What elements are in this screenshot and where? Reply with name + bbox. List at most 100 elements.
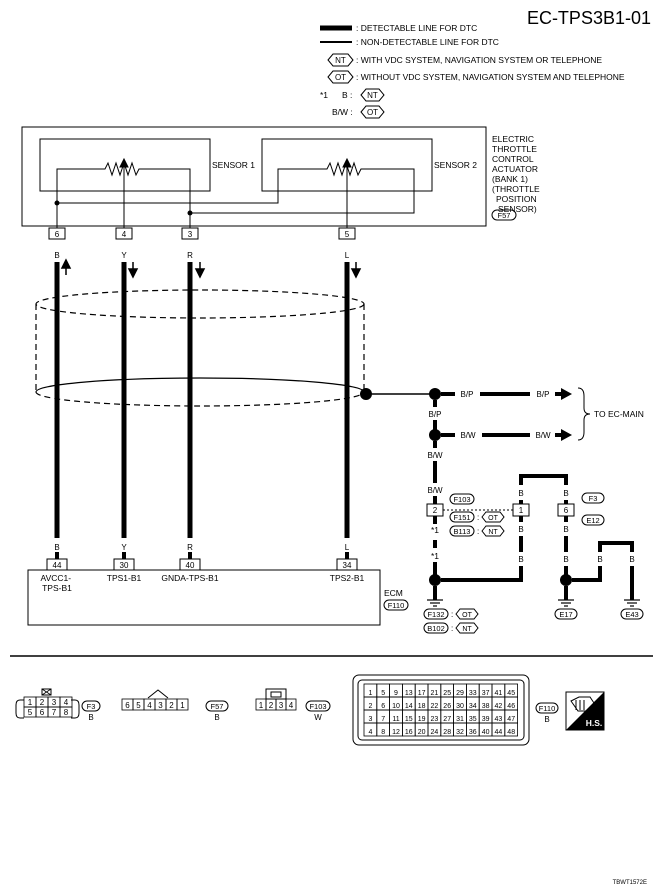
connector-pin-number: 8	[64, 708, 69, 717]
connector-pin-number: 17	[418, 690, 426, 697]
svg-text:NT: NT	[367, 91, 378, 100]
throttle-actuator: SENSOR 1 SENSOR 2 ELECTRIC THROTTLE CONT…	[21, 126, 540, 233]
connector-pin-number: 6	[381, 703, 385, 710]
svg-text::: :	[477, 513, 479, 522]
svg-text:B: B	[214, 713, 219, 722]
connector-cell	[285, 698, 297, 711]
connector-pin-number: 25	[443, 690, 451, 697]
svg-text:6: 6	[564, 506, 569, 515]
legend-star1-ot: OT	[360, 105, 385, 119]
connector-pin-number: 37	[482, 690, 490, 697]
to-ec-main: TO EC-MAIN	[594, 409, 644, 419]
actuator-label-line: ACTUATOR	[492, 164, 538, 174]
svg-text:B102: B102	[427, 624, 445, 633]
svg-text:B: B	[629, 555, 634, 564]
actuator-housing	[21, 126, 487, 227]
wire-label-bw: B/W	[535, 431, 551, 440]
legend-nt-desc: : WITH VDC SYSTEM, NAVIGATION SYSTEM OR …	[356, 55, 602, 65]
diagram-title: EC-TPS3B1-01	[527, 8, 651, 28]
svg-text::: :	[451, 624, 453, 633]
svg-text:1: 1	[519, 506, 524, 515]
ecm-pin-name: AVCC1- TPS-B1	[41, 573, 74, 593]
connector-pin-number: 43	[495, 716, 503, 723]
connector-pin-number: 1	[259, 701, 264, 710]
connector-pin-number: 3	[52, 698, 57, 707]
svg-text:F110: F110	[539, 704, 556, 713]
svg-text:B: B	[518, 525, 523, 534]
svg-text:B: B	[563, 525, 568, 534]
wire-color: L	[345, 543, 350, 552]
connector-pin-number: 22	[431, 703, 439, 710]
connector-cell	[59, 706, 73, 718]
connector-pin-number: 4	[147, 701, 152, 710]
connector-pin-number: 15	[405, 716, 413, 723]
connector-pin-number: 4	[64, 698, 69, 707]
ground-symbol	[427, 599, 640, 607]
actuator-label-line: ELECTRIC	[492, 134, 534, 144]
connector-pin-number: 39	[482, 716, 490, 723]
connector-pin-number: 10	[392, 703, 400, 710]
wire-color: B	[54, 543, 59, 552]
svg-text:E17: E17	[559, 610, 572, 619]
actuator-label-line: THROTTLE	[492, 144, 537, 154]
sensor2-potentiometer	[57, 157, 415, 233]
tag-f3: F3	[581, 492, 605, 504]
wire-label-bp: B/P	[429, 410, 442, 419]
harness-wires	[54, 262, 350, 538]
connector-pin-number: 20	[418, 729, 426, 736]
actuator-label-line: CONTROL	[492, 154, 534, 164]
ecm: AVCC1- TPS-B1 TPS1-B1 GNDA-TPS-B1 TPS2-B…	[27, 569, 409, 626]
legend-non-detectable: : NON-DETECTABLE LINE FOR DTC	[356, 37, 499, 47]
actuator-label-line: SENSOR)	[498, 204, 537, 214]
actuator-label-line: (BANK 1)	[492, 174, 528, 184]
connector-pin-number: 42	[495, 703, 503, 710]
connector-pin-number: 23	[431, 716, 439, 723]
ecm-label: ECM	[384, 588, 403, 598]
actuator-label-line: POSITION	[496, 194, 537, 204]
connector-pin-number: 2	[169, 701, 174, 710]
legend-detectable: : DETECTABLE LINE FOR DTC	[356, 23, 477, 33]
sensor2-label: SENSOR 2	[434, 160, 477, 170]
connector-pin-number: 21	[431, 690, 439, 697]
wire-color: L	[345, 251, 350, 260]
connector-pin-number: 30	[456, 703, 464, 710]
svg-text:B: B	[563, 489, 568, 498]
figure-code: TBWT1572E	[613, 880, 647, 886]
svg-text:OT: OT	[335, 73, 346, 82]
wire-stubs	[55, 552, 349, 559]
ecm-pin-name: GNDA-TPS-B1	[161, 573, 218, 583]
tag-b113: B113 : NT	[449, 525, 505, 537]
legend: : DETECTABLE LINE FOR DTC : NON-DETECTAB…	[320, 23, 625, 119]
tag-e12: E12	[581, 514, 605, 526]
connector-pin-number: 16	[405, 729, 413, 736]
tag-f132: F132 : OT	[423, 608, 479, 620]
wire-label-bw: B/W	[427, 486, 443, 495]
wire-label-bp: B/P	[537, 390, 550, 399]
actuator-pin-3: 3 R	[181, 227, 199, 260]
svg-text:2: 2	[433, 506, 438, 515]
connector-pin-number: 1	[28, 698, 33, 707]
connector-pin-number: 7	[52, 708, 57, 717]
connector-pin-number: 19	[418, 716, 426, 723]
connector-pin-number: 9	[394, 690, 398, 697]
connector-pin-number: 1	[180, 701, 185, 710]
connector-pin-number: 7	[381, 716, 385, 723]
connector-pin-number: 31	[456, 716, 464, 723]
wire-color: B	[54, 251, 59, 260]
connector-pin-number: 41	[495, 690, 503, 697]
svg-text:E12: E12	[586, 516, 599, 525]
svg-text:B: B	[518, 489, 523, 498]
signal-arrows	[60, 258, 362, 279]
connector-pin-number: 38	[482, 703, 490, 710]
connector-pin-number: 26	[443, 703, 451, 710]
svg-text:NT: NT	[488, 529, 498, 536]
connector-pin-number: 13	[405, 690, 413, 697]
actuator-connector-f57: F57	[491, 209, 517, 221]
shield-cable	[35, 289, 365, 407]
tag-f103: F103	[449, 493, 475, 505]
star-note: *1	[431, 551, 439, 561]
actuator-pin-4: 4 Y	[115, 227, 133, 260]
connector-pin-number: 28	[443, 729, 451, 736]
